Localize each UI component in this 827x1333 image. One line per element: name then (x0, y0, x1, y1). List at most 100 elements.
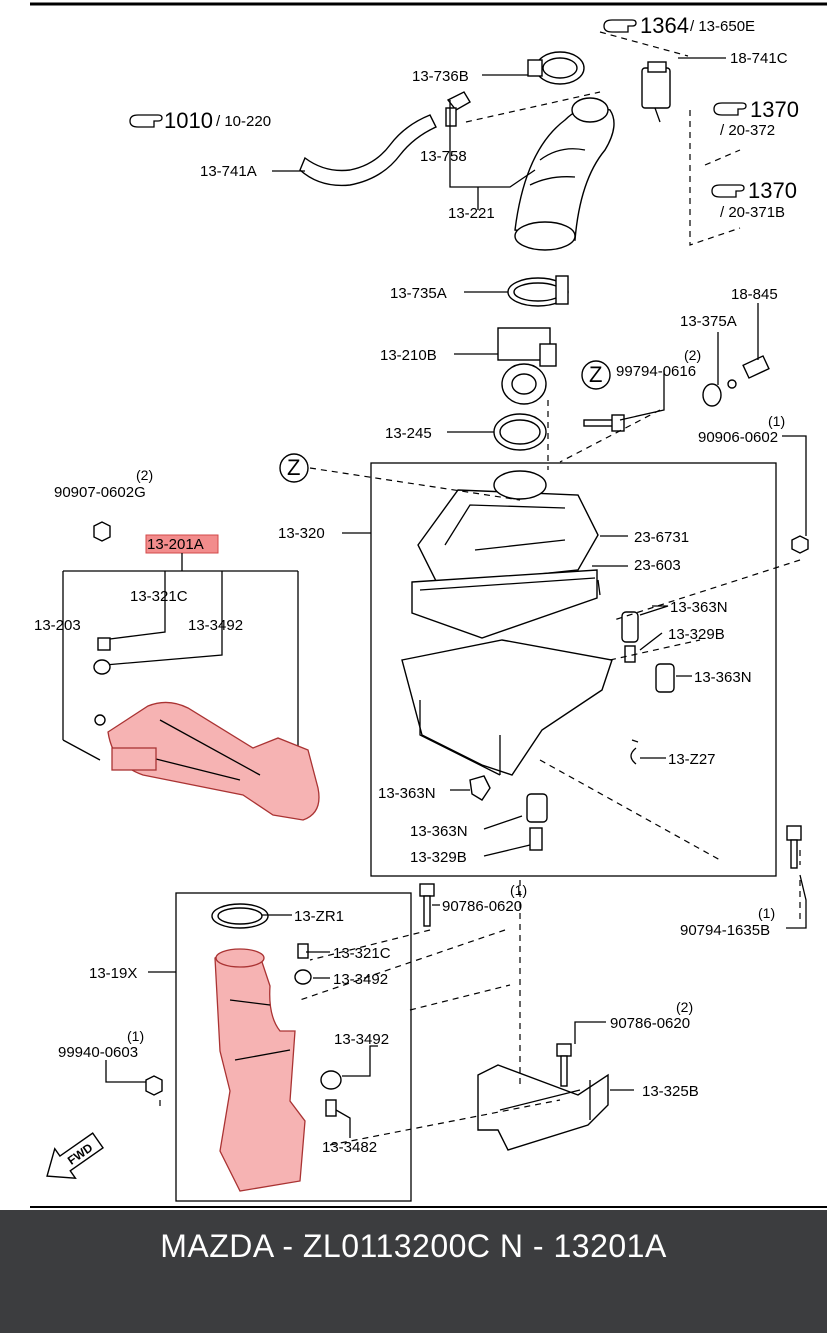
label-90786-0620-b: 90786-0620 (610, 1015, 690, 1032)
pointer-hand-icon (129, 114, 163, 128)
pointer-hand-icon (713, 102, 747, 116)
label-13-3492-c: 13-3492 (334, 1031, 389, 1048)
part-case-lower (401, 639, 613, 776)
guide-line (159, 880, 801, 1146)
label-13-363n-a: 13-363N (670, 599, 728, 616)
part-nut-90907 (93, 521, 111, 542)
ref-sub: / 10-220 (216, 113, 271, 130)
part-grommet-3492-b (294, 969, 312, 985)
label-23-603: 23-603 (634, 557, 681, 574)
part-duct-221 (514, 97, 615, 251)
part-grommet-375a (702, 383, 722, 407)
label-13-321c-b: 13-321C (333, 945, 391, 962)
part-clamp-735a (507, 275, 569, 307)
part-bolt-90786-a (419, 883, 435, 927)
part-clip-z27 (630, 739, 639, 765)
part-bracket-325b (477, 1064, 609, 1151)
svg-text:Z: Z (589, 362, 602, 387)
label-13-19x: 13-19X (89, 965, 137, 982)
label-13-3482: 13-3482 (322, 1139, 377, 1156)
label-90906-0602: 90906-0602 (698, 429, 778, 446)
ref-1364: 1364 / 13-650E (603, 13, 755, 38)
part-sensor-18-845 (727, 355, 770, 389)
ref-1010: 1010 / 10-220 (129, 108, 271, 133)
label-13-210b: 13-210B (380, 347, 437, 364)
label-23-6731: 23-6731 (634, 529, 689, 546)
part-clamp-736b (527, 51, 585, 85)
label-90794-1635b: 90794-1635B (680, 922, 770, 939)
label-13-3492-a: 13-3492 (188, 617, 243, 634)
ref-1370-b: 1370 / 20-371B (711, 178, 797, 221)
label-13-329b-b: 13-329B (410, 849, 467, 866)
part-grommet-363n-d (526, 793, 548, 823)
label-99794-0616: 99794-0616 (616, 363, 696, 380)
z-callout-2: Z (279, 453, 309, 483)
qty-99940: (1) (127, 1028, 144, 1044)
label-13-zr1: 13-ZR1 (294, 908, 344, 925)
part-pin-3482 (325, 1099, 337, 1117)
part-nut-90906 (791, 535, 809, 554)
part-cover-23-6731 (417, 470, 599, 586)
part-maf-210b (497, 327, 557, 405)
label-90786-0620-a: 90786-0620 (442, 898, 522, 915)
guide-line (465, 31, 741, 246)
part-connector-758 (445, 91, 471, 127)
part-pin-329b-b (529, 827, 543, 851)
qty-90786-b: (2) (676, 999, 693, 1015)
part-pin-329b-a (624, 645, 636, 663)
part-sensor-741c (641, 61, 671, 123)
label-18-741c: 18-741C (730, 50, 788, 67)
qty-90794: (1) (758, 905, 775, 921)
label-13-325b: 13-325B (642, 1083, 699, 1100)
part-bolt-90794 (786, 825, 802, 869)
ref-num: 1010 (164, 108, 213, 133)
part-bolt-99794 (583, 414, 625, 432)
part-pin-321c-b (297, 943, 309, 959)
part-grommet-363n-c (469, 775, 491, 801)
label-13-320: 13-320 (278, 525, 325, 542)
footer-bar: MAZDA - ZL0113200C N - 13201A (0, 1210, 827, 1333)
label-13-375a: 13-375A (680, 313, 737, 330)
part-filter-23-603 (411, 569, 598, 639)
fwd-arrow-icon: FWD (46, 1132, 104, 1179)
label-18-845: 18-845 (731, 286, 778, 303)
ref-sub: / 20-371B (720, 204, 785, 221)
pointer-hand-icon (711, 184, 745, 198)
z-callout-1: Z (581, 360, 611, 390)
part-grommet-363n-a (621, 611, 639, 643)
qty-90907: (2) (136, 467, 153, 483)
label-13-758: 13-758 (420, 148, 467, 165)
pointer-hand-icon (603, 19, 637, 33)
qty-99794: (2) (684, 347, 701, 363)
label-13-201a: 13-201A (147, 536, 204, 553)
qty-90786-a: (1) (510, 882, 527, 898)
part-grommet-363n-b (655, 663, 675, 693)
qty-90906: (1) (768, 413, 785, 429)
part-resonator-19x (214, 948, 306, 1192)
part-ring-245 (493, 413, 547, 451)
label-13-363n-c: 13-363N (378, 785, 436, 802)
label-13-321c-a: 13-321C (130, 588, 188, 605)
part-grommet-3492-a (93, 659, 111, 675)
box-13-19x (175, 892, 412, 1202)
ref-num: 1364 (640, 13, 689, 38)
ref-sub: / 20-372 (720, 122, 775, 139)
label-13-3492-b: 13-3492 (333, 971, 388, 988)
label-13-363n-d: 13-363N (410, 823, 468, 840)
part-ring-13-zr1 (211, 903, 269, 929)
ref-num: 1370 (750, 97, 799, 122)
label-13-736b: 13-736B (412, 68, 469, 85)
label-13-203: 13-203 (34, 617, 81, 634)
svg-text:Z: Z (287, 455, 300, 480)
label-13-363n-b: 13-363N (694, 669, 752, 686)
part-nut-99940 (145, 1075, 163, 1096)
part-hose-741a (299, 114, 437, 187)
label-13-z27: 13-Z27 (668, 751, 716, 768)
label-13-221: 13-221 (448, 205, 495, 222)
label-13-735a: 13-735A (390, 285, 447, 302)
label-13-741a: 13-741A (200, 163, 257, 180)
guide-line (309, 400, 801, 865)
part-pin-321c (97, 637, 111, 651)
ref-1370-a: 1370 / 20-372 (713, 97, 799, 139)
label-13-329b-a: 13-329B (668, 626, 725, 643)
